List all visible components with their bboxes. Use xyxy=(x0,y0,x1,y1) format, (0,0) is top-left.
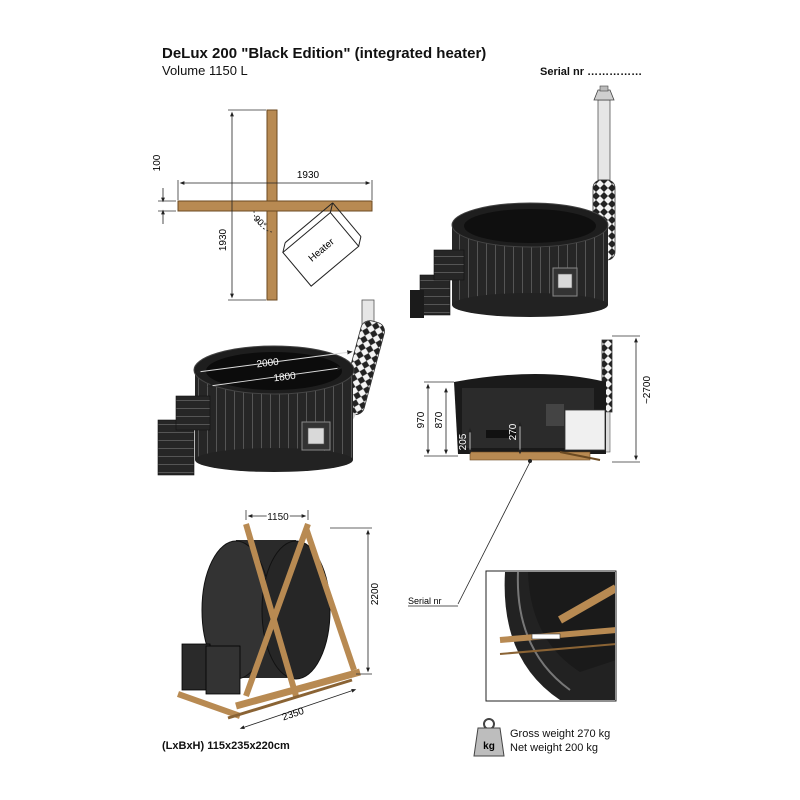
chimney-pipe xyxy=(597,99,611,181)
overall-dimensions: (LxBxH) 115x235x220cm xyxy=(162,740,290,752)
weight-icon: kg xyxy=(473,718,505,757)
base-beam-section xyxy=(469,451,591,461)
volume-label: Volume 1150 L xyxy=(162,63,248,78)
transport-rack-view: 1150 2200 2350 xyxy=(176,510,381,730)
gross-weight: Gross weight 270 kg xyxy=(510,728,611,740)
base-height-dim: 205 xyxy=(458,433,469,450)
tub-steps xyxy=(410,249,465,318)
step-box xyxy=(181,643,211,691)
serial-plate xyxy=(531,633,561,640)
heater-section xyxy=(564,409,606,451)
weight-icon-label: kg xyxy=(483,741,495,752)
side-section-view: ~2700 970 870 205 270 xyxy=(416,335,653,463)
transport-length-dim: 2350 xyxy=(281,706,306,723)
stove-door-front xyxy=(301,421,331,451)
plan-angle: 90° xyxy=(252,214,269,231)
chimney-cap-icon xyxy=(593,89,615,101)
heater-box xyxy=(282,211,360,287)
transport-depth-dim: 1150 xyxy=(267,512,289,523)
inner-height-dim: 870 xyxy=(434,411,445,428)
serial-number-field: Serial nr …………… xyxy=(540,66,643,78)
plan-view-diagram: 1930 1930 100 90° Heater xyxy=(152,109,373,301)
outer-height-dim: 970 xyxy=(416,411,427,428)
net-weight: Net weight 200 kg xyxy=(510,742,599,754)
tub-3d-view xyxy=(410,85,616,318)
plan-thickness-dim: 100 xyxy=(152,154,163,171)
tub-steps-front xyxy=(157,395,211,476)
bench-section xyxy=(486,430,516,438)
serial-detail-label: Serial nr xyxy=(408,596,442,606)
serial-leader-line xyxy=(457,461,531,605)
tub-inner-diameter: 1800 xyxy=(273,371,297,385)
tub-inner-dim-line xyxy=(207,366,343,388)
page-title: DeLux 200 "Black Edition" (integrated he… xyxy=(162,45,487,62)
total-height-dim: ~2700 xyxy=(642,376,653,405)
transport-length-dim-line xyxy=(239,688,357,730)
rack-frame-a xyxy=(243,523,299,697)
tub-dimension-view: 2000 1800 xyxy=(157,299,385,476)
bench-height-dim: 270 xyxy=(508,423,519,440)
serial-detail-view: Serial nr xyxy=(408,570,617,702)
plan-beam-horizontal xyxy=(177,200,373,212)
plan-width-dim: 1930 xyxy=(297,170,320,181)
transport-height-dim: 2200 xyxy=(370,582,381,605)
plan-height-dim: 1930 xyxy=(218,228,229,251)
